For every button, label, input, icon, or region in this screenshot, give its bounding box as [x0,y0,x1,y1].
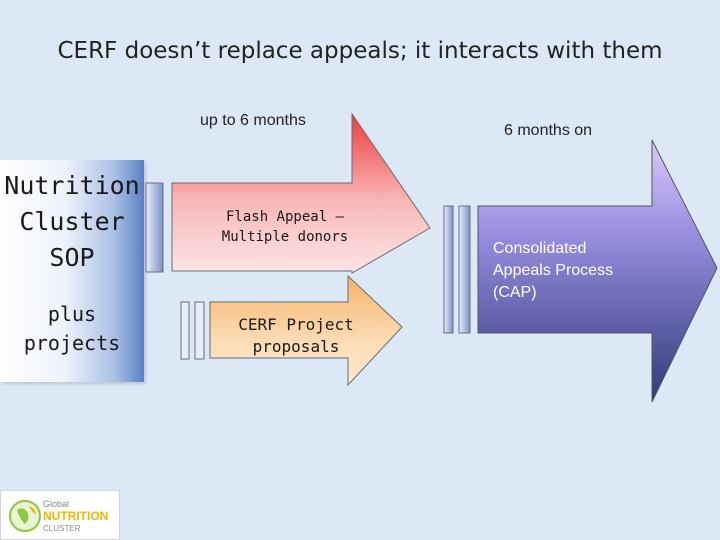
globe-icon [9,500,41,532]
cap-arrow [477,139,718,403]
logo-line-3: CLUSTER [43,524,81,533]
logo-line-1: Global [43,499,70,509]
cerf-label: CERF Project proposals [238,315,354,356]
nutrition-cluster-sop-box: Nutrition Cluster SOP plus projects [0,160,144,382]
cerf-bar-1 [180,301,190,360]
long-term-label: 6 months on [504,122,593,139]
cap-label: Consolidated Appeals Process (CAP) [493,240,614,301]
short-term-label: up to 6 months [200,112,306,129]
cap-bar-2 [458,205,471,334]
logo-line-2: NUTRITION [43,509,109,523]
flash-bar [145,182,164,273]
cap-bar-1 [443,205,454,334]
cerf-bar-2 [194,301,205,360]
global-nutrition-cluster-logo: Global NUTRITION CLUSTER [0,490,120,540]
sop-subtitle: plus projects [23,302,121,355]
flash-appeal-label: Flash Appeal – Multiple donors [221,209,349,245]
cerf-arrow [209,274,403,387]
sop-title: Nutrition Cluster SOP [4,171,140,272]
slide-title: CERF doesn’t replace appeals; it interac… [57,38,663,64]
flash-appeal-arrow [171,112,431,274]
